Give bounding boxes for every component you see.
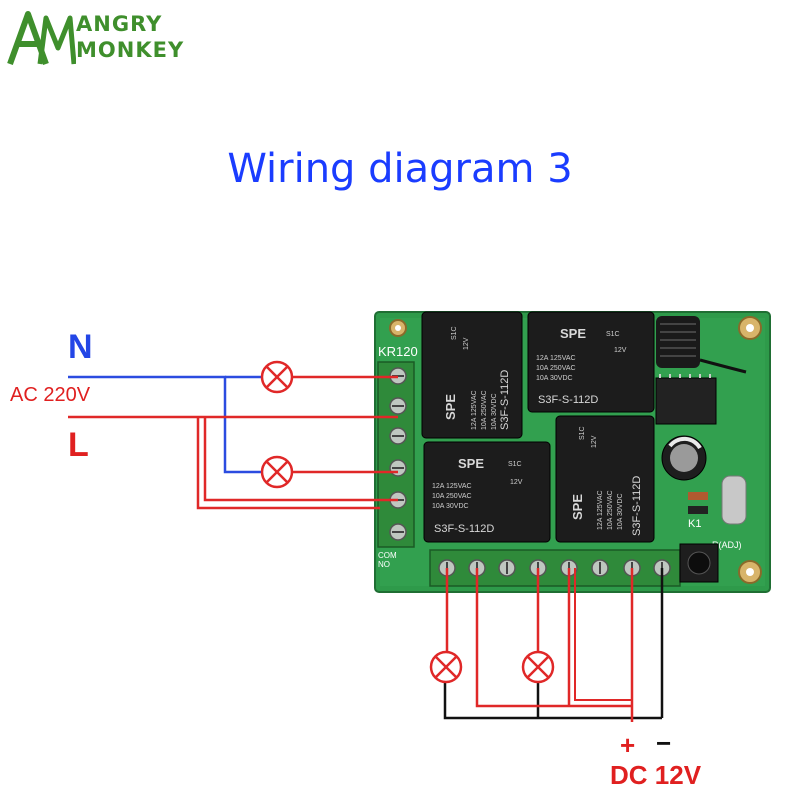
svg-text:S1C: S1C: [451, 326, 458, 340]
adj-label: R(ADJ): [712, 540, 742, 550]
svg-text:S1C: S1C: [606, 331, 620, 338]
logo-text-line1: ANGRY: [76, 12, 163, 36]
neutral-label: N: [68, 328, 93, 366]
antenna-icon: [656, 316, 747, 374]
diagram-title: Wiring diagram 3: [227, 146, 573, 192]
dc-plus-label: +: [620, 730, 636, 760]
svg-text:10A 30VDC: 10A 30VDC: [536, 375, 573, 382]
push-button-icon: [679, 543, 719, 583]
svg-text:S3F-S-112D: S3F-S-112D: [499, 370, 511, 430]
svg-text:S1C: S1C: [579, 426, 586, 440]
logo-text-line2: MONKEY: [76, 38, 185, 62]
svg-text:SPE: SPE: [443, 394, 458, 420]
switch-label: K1: [688, 518, 701, 530]
svg-text:SPE: SPE: [458, 456, 484, 471]
relay-top-left: SPE S3F-S-112D 12A 125VAC 10A 250VAC 10A…: [421, 311, 523, 439]
ac-voltage-label: AC 220V: [10, 384, 91, 406]
svg-text:12V: 12V: [614, 347, 627, 354]
logo-mark-icon: [7, 11, 76, 66]
lamp-icon: [429, 650, 463, 684]
svg-text:S3F-S-112D: S3F-S-112D: [631, 476, 643, 536]
crystal-oscillator: [721, 475, 747, 525]
logo: ANGRY MONKEY: [6, 8, 206, 72]
ic-chip: [655, 374, 717, 425]
svg-text:12V: 12V: [510, 479, 523, 486]
lamp-icon: [260, 360, 294, 394]
svg-text:S3F-S-112D: S3F-S-112D: [538, 394, 598, 406]
svg-text:12A 125VAC: 12A 125VAC: [471, 390, 478, 430]
bottom-terminal-block: [429, 549, 681, 587]
svg-text:SPE: SPE: [570, 494, 585, 520]
svg-text:10A 250VAC: 10A 250VAC: [481, 390, 488, 430]
live-label: L: [68, 426, 89, 464]
svg-text:12A 125VAC: 12A 125VAC: [536, 355, 576, 362]
positive-bus: [475, 568, 632, 708]
relay-bottom-right: SPE S3F-S-112D 12A 125VAC 10A 250VAC 10A…: [555, 415, 655, 543]
relay-board: KR120 COM NO K1 R(ADJ): [374, 311, 771, 593]
com-label: COM: [378, 551, 397, 560]
svg-text:SPE: SPE: [560, 326, 586, 341]
capacitor-icon: [661, 435, 707, 481]
svg-text:10A 250VAC: 10A 250VAC: [607, 490, 614, 530]
svg-text:S3F-S-112D: S3F-S-112D: [434, 523, 494, 535]
relay-bottom-left: SPE S1C 12V 12A 125VAC 10A 250VAC 10A 30…: [423, 441, 551, 543]
svg-text:10A 30VDC: 10A 30VDC: [617, 493, 624, 530]
svg-text:10A 250VAC: 10A 250VAC: [536, 365, 576, 372]
svg-text:12A 125VAC: 12A 125VAC: [597, 490, 604, 530]
svg-text:10A 30VDC: 10A 30VDC: [432, 503, 469, 510]
svg-text:12V: 12V: [463, 337, 470, 350]
left-terminal-block: [377, 361, 415, 548]
svg-text:10A 250VAC: 10A 250VAC: [432, 493, 472, 500]
relay-top-right: SPE S1C 12V 12A 125VAC 10A 250VAC 10A 30…: [527, 311, 655, 413]
svg-text:S1C: S1C: [508, 461, 522, 468]
lamp-icon: [260, 455, 294, 489]
svg-text:12A 125VAC: 12A 125VAC: [432, 483, 472, 490]
dc-voltage-label: DC 12V: [610, 760, 702, 790]
live-wire-branch-b: [196, 417, 380, 510]
no-label: NO: [378, 560, 390, 569]
dc-minus-label: −: [656, 728, 672, 758]
neutral-wire: [68, 375, 262, 474]
negative-return: [443, 682, 662, 720]
board-model-label: KR120: [378, 344, 418, 359]
svg-text:12V: 12V: [591, 435, 598, 448]
svg-text:10A 30VDC: 10A 30VDC: [491, 393, 498, 430]
lamp-icon: [521, 650, 555, 684]
live-wire-branch-a: [203, 417, 398, 502]
